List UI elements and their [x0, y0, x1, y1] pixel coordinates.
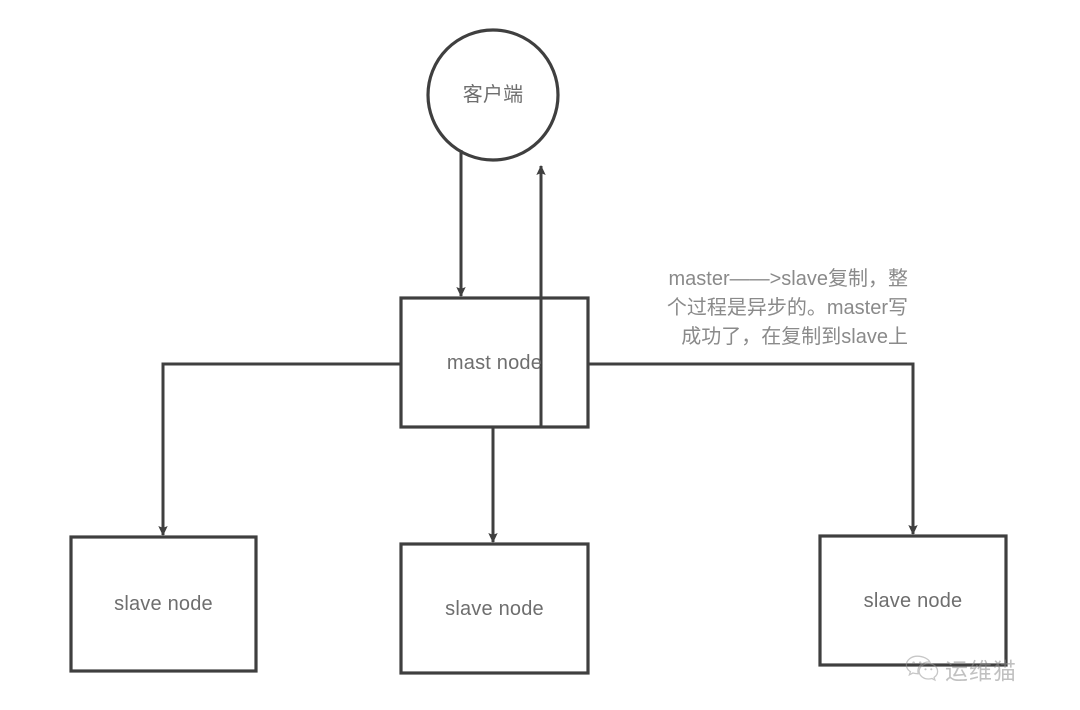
slave-node-box-middle: [399, 542, 590, 675]
client-circle: [426, 28, 560, 162]
master-node-box: [399, 296, 590, 429]
slave-node-label-middle: slave node: [445, 598, 544, 620]
slave-node-label-right: slave node: [863, 590, 963, 612]
connector-master-to-slave-right: [588, 362, 918, 535]
watermark-label: 运维猫: [945, 659, 1017, 685]
slave-node-box-right: [818, 534, 1008, 667]
wechat-icon: [905, 654, 939, 684]
connector-master-to-slave-left: [158, 362, 401, 536]
slave-node-label-left: slave node: [114, 593, 213, 615]
client-node-label: 客户端: [462, 84, 524, 106]
watermark: 运维猫: [905, 648, 1075, 690]
master-node-label: mast node: [446, 352, 543, 374]
replication-annotation-text: master——>slave复制，整 个过程是异步的。master写 成功了，在…: [666, 268, 908, 348]
slave-node-box-left: [69, 535, 258, 673]
